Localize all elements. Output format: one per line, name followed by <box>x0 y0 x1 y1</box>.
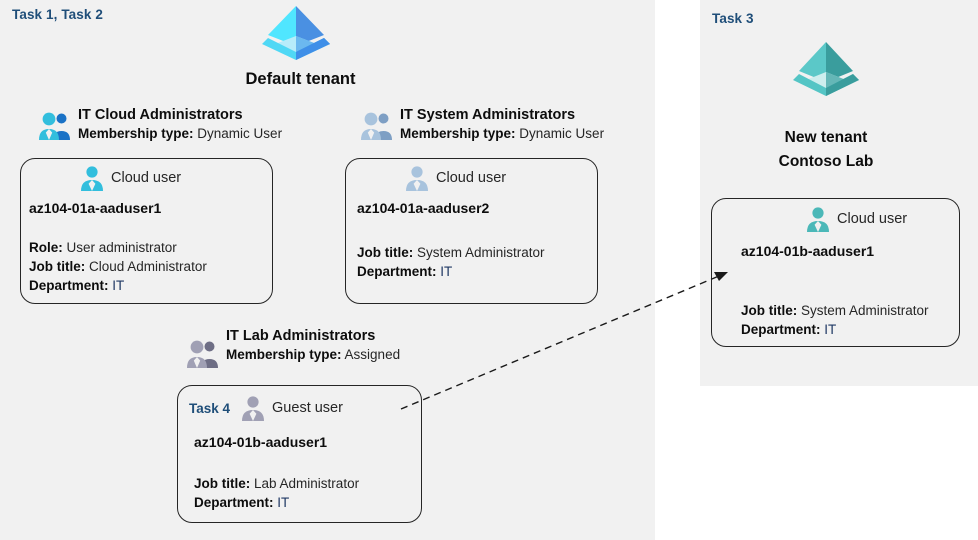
group-meta-label-cloud-admins: Membership type: <box>78 126 194 141</box>
user-card-3-type: Guest user <box>272 400 343 416</box>
user-card-1-prop-jobtitle-label: Job title: <box>29 259 86 274</box>
user-card-4-prop-department-value: IT <box>824 322 837 337</box>
user-card-2-header: Cloud user <box>404 165 506 191</box>
user-card-4-username: az104-01b-aaduser1 <box>741 243 875 259</box>
default-tenant-title: Default tenant <box>245 70 356 88</box>
user-card-1-prop-role-label: Role: <box>29 240 63 255</box>
user-card-4-type: Cloud user <box>837 211 908 227</box>
group-users-icon-system-admins <box>361 112 392 140</box>
user-card-2-username: az104-01a-aaduser2 <box>357 200 490 216</box>
new-tenant-title-line1: New tenant <box>784 129 868 146</box>
user-card-az104-01b-aaduser1-guest[interactable] <box>177 385 422 523</box>
group-name-lab-admins: IT Lab Administrators <box>226 328 376 344</box>
task-label-task3: Task 3 <box>712 11 754 26</box>
group-meta-system-admins: Membership type: Dynamic User <box>400 124 604 144</box>
user-card-3-prop-jobtitle-label: Job title: <box>194 476 251 491</box>
group-meta-label-lab-admins: Membership type: <box>226 347 342 362</box>
user-card-4-prop-department: Department: IT <box>741 320 929 339</box>
cloud-user-icon-1 <box>81 166 103 191</box>
user-card-3-prop-department-value: IT <box>277 495 290 510</box>
user-card-2-prop-jobtitle-label: Job title: <box>357 245 414 260</box>
user-card-4-properties: Job title: System Administrator Departme… <box>741 301 929 339</box>
group-users-icon-cloud-admins <box>39 112 70 140</box>
group-meta-cloud-admins: Membership type: Dynamic User <box>78 124 282 144</box>
user-card-2-prop-jobtitle-value: System Administrator <box>417 245 545 260</box>
group-heading-cloud-admins: IT Cloud Administrators Membership type:… <box>78 106 282 144</box>
new-tenant-title-line2: Contoso Lab <box>778 153 874 170</box>
user-card-3-header: Task 4 Guest user <box>189 395 343 421</box>
group-heading-lab-admins: IT Lab Administrators Membership type: A… <box>226 327 400 365</box>
user-card-2-prop-department-value: IT <box>440 264 453 279</box>
user-card-2-prop-jobtitle: Job title: System Administrator <box>357 243 545 262</box>
cloud-user-icon-2 <box>406 166 428 191</box>
user-card-1-username: az104-01a-aaduser1 <box>29 200 162 216</box>
user-card-3-properties: Job title: Lab Administrator Department:… <box>194 474 359 512</box>
azure-ad-tenant-icon-new <box>793 42 859 96</box>
user-card-4-prop-jobtitle: Job title: System Administrator <box>741 301 929 320</box>
group-meta-value-system-admins: Dynamic User <box>519 126 605 141</box>
user-card-1-prop-department-value: IT <box>112 278 125 293</box>
user-card-4-prop-department-label: Department: <box>741 322 821 337</box>
group-heading-system-admins: IT System Administrators Membership type… <box>400 106 604 144</box>
user-card-1-prop-jobtitle: Job title: Cloud Administrator <box>29 257 207 276</box>
group-name-cloud-admins: IT Cloud Administrators <box>78 107 243 123</box>
group-meta-label-system-admins: Membership type: <box>400 126 516 141</box>
user-card-4-prop-jobtitle-label: Job title: <box>741 303 798 318</box>
user-card-3-prop-department: Department: IT <box>194 493 359 512</box>
user-card-2-properties: Job title: System Administrator Departme… <box>357 243 545 281</box>
user-card-4-prop-jobtitle-value: System Administrator <box>801 303 929 318</box>
user-card-1-prop-department-label: Department: <box>29 278 109 293</box>
user-card-2-prop-department-label: Department: <box>357 264 437 279</box>
user-card-1-prop-jobtitle-value: Cloud Administrator <box>89 259 207 274</box>
user-card-1-type: Cloud user <box>111 170 182 186</box>
user-card-3-username: az104-01b-aaduser1 <box>194 434 328 450</box>
user-card-1-header: Cloud user <box>79 165 181 191</box>
user-card-1-prop-role: Role: User administrator <box>29 238 207 257</box>
user-card-3-prop-jobtitle-value: Lab Administrator <box>254 476 360 491</box>
user-card-1-prop-role-value: User administrator <box>66 240 177 255</box>
user-card-az104-01a-aaduser1[interactable] <box>20 158 273 304</box>
user-card-1-properties: Role: User administrator Job title: Clou… <box>29 238 207 295</box>
task-label-task1-task2: Task 1, Task 2 <box>12 7 103 22</box>
user-card-1-prop-department: Department: IT <box>29 276 207 295</box>
guest-user-icon <box>242 396 265 421</box>
group-meta-value-lab-admins: Assigned <box>344 347 401 362</box>
user-card-3-prop-jobtitle: Job title: Lab Administrator <box>194 474 359 493</box>
user-card-3-prop-department-label: Department: <box>194 495 274 510</box>
azure-ad-tenant-icon-default <box>262 6 330 60</box>
new-tenant-title: New tenant Contoso Lab <box>730 126 922 174</box>
default-tenant-panel <box>0 0 655 540</box>
cloud-user-icon-4 <box>807 207 829 232</box>
task-label-task4: Task 4 <box>189 400 231 416</box>
user-card-4-header: Cloud user <box>805 206 907 232</box>
group-users-icon-lab-admins <box>187 340 218 368</box>
user-card-2-type: Cloud user <box>436 170 507 186</box>
user-card-2-prop-department: Department: IT <box>357 262 545 281</box>
group-meta-lab-admins: Membership type: Assigned <box>226 345 400 365</box>
group-meta-value-cloud-admins: Dynamic User <box>197 126 283 141</box>
user-card-az104-01b-aaduser1-cloud[interactable] <box>711 198 960 347</box>
group-name-system-admins: IT System Administrators <box>400 107 576 123</box>
